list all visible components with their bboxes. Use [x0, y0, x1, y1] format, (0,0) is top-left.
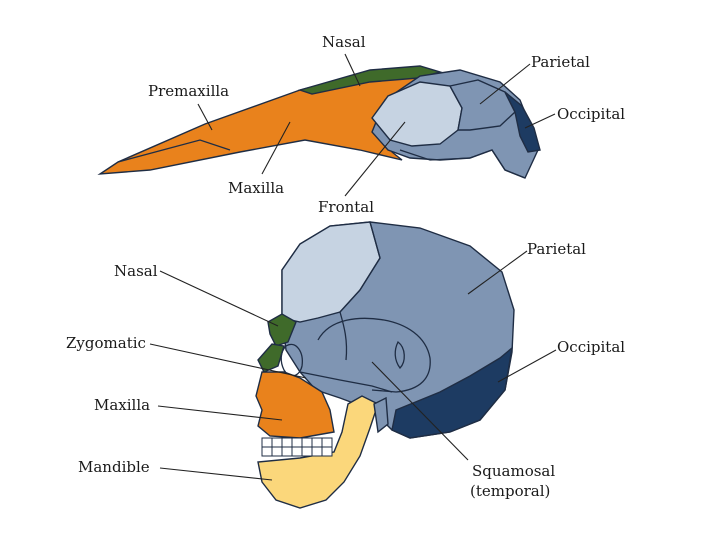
label-zygomatic: Zygomatic — [66, 334, 146, 352]
mastoid-process — [374, 398, 388, 432]
label-top-occipital: Occipital — [557, 105, 625, 123]
label-temporal: (temporal) — [470, 482, 550, 500]
label-top-frontal: Frontal — [318, 198, 374, 216]
label-occipital: Occipital — [557, 338, 625, 356]
label-top-maxilla: Maxilla — [228, 179, 284, 197]
zygomatic-green — [258, 344, 284, 372]
label-nasal: Nasal — [114, 262, 158, 280]
label-squamosal: Squamosal — [472, 462, 555, 480]
teeth — [262, 438, 332, 456]
label-maxilla: Maxilla — [94, 396, 150, 414]
label-top-parietal: Parietal — [531, 53, 590, 71]
label-parietal: Parietal — [527, 240, 586, 258]
label-top-premaxilla: Premaxilla — [148, 82, 229, 100]
label-mandible: Mandible — [78, 458, 150, 476]
label-top-nasal: Nasal — [322, 33, 366, 51]
